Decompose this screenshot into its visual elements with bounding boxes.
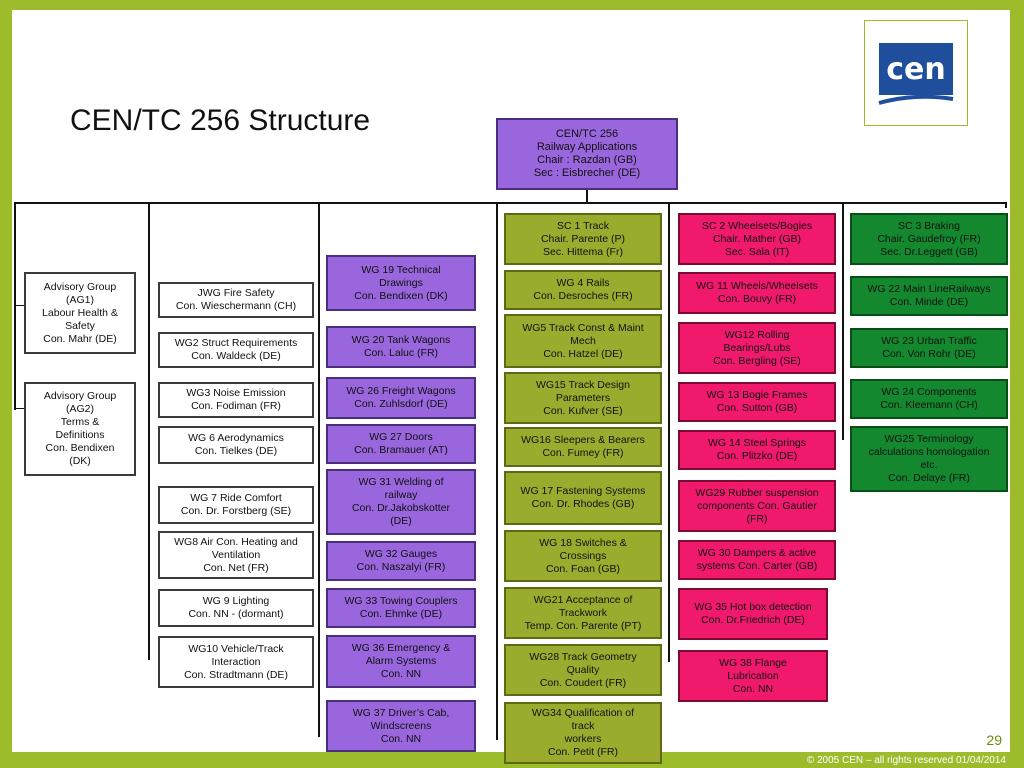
connector	[842, 202, 844, 440]
sc3-braking: SC 3 Braking Chair. Gaudefroy (FR) Sec. …	[850, 213, 1008, 265]
wg-11: WG 11 Wheels/Wheelsets Con. Bouvy (FR)	[678, 272, 836, 314]
wg-36: WG 36 Emergency & Alarm Systems Con. NN	[326, 635, 476, 688]
wg-26: WG 26 Freight Wagons Con. Zuhlsdorf (DE)	[326, 377, 476, 419]
wg-8: WG8 Air Con. Heating and Ventilation Con…	[158, 531, 314, 579]
connector	[14, 408, 24, 409]
wg-6: WG 6 Aerodynamics Con. Tielkes (DE)	[158, 426, 314, 464]
connector	[148, 202, 150, 660]
logo-text: cen	[886, 52, 946, 87]
connector	[586, 190, 588, 203]
wg-3: WG3 Noise Emission Con. Fodiman (FR)	[158, 382, 314, 418]
wg-17: WG 17 Fastening Systems Con. Dr. Rhodes …	[504, 471, 662, 525]
wg-21: WG21 Acceptance of Trackwork Temp. Con. …	[504, 587, 662, 639]
footer-copyright: © 2005 CEN – all rights reserved 01/04/2…	[806, 755, 1006, 766]
wg-15: WG15 Track Design Parameters Con. Kufver…	[504, 372, 662, 424]
wg-37: WG 37 Driver’s Cab, Windscreens Con. NN	[326, 700, 476, 752]
wg-22: WG 22 Main LineRailways Con. Minde (DE)	[850, 276, 1008, 316]
wg-23: WG 23 Urban Traffic Con. Von Rohr (DE)	[850, 328, 1008, 368]
wg-28: WG28 Track Geometry Quality Con. Coudert…	[504, 644, 662, 696]
frame-top	[0, 0, 1024, 10]
wg-4: WG 4 Rails Con. Desroches (FR)	[504, 270, 662, 310]
wg-20: WG 20 Tank Wagons Con. Laluc (FR)	[326, 326, 476, 368]
wg-35: WG 35 Hot box detection Con. Dr.Friedric…	[678, 588, 828, 640]
wg-12: WG12 Rolling Bearings/Lubs Con. Bergling…	[678, 322, 836, 374]
wg-10: WG10 Vehicle/Track Interaction Con. Stra…	[158, 636, 314, 688]
wg-14: WG 14 Steel Springs Con. Plitzko (DE)	[678, 430, 836, 470]
wg-27: WG 27 Doors Con. Bramauer (AT)	[326, 424, 476, 464]
wg-29: WG29 Rubber suspension components Con. G…	[678, 480, 836, 532]
root-node: CEN/TC 256 Railway Applications Chair : …	[496, 118, 678, 190]
page-number: 29	[986, 732, 1002, 748]
wg-18: WG 18 Switches & Crossings Con. Foan (GB…	[504, 530, 662, 582]
frame-right	[1010, 0, 1024, 768]
page-title: CEN/TC 256 Structure	[70, 104, 371, 137]
connector	[668, 202, 670, 662]
wg-38: WG 38 Flange Lubrication Con. NN	[678, 650, 828, 702]
connector	[1005, 202, 1007, 208]
wg-19: WG 19 Technical Drawings Con. Bendixen (…	[326, 255, 476, 311]
wg-jwg-fire-safety: JWG Fire Safety Con. Wieschermann (CH)	[158, 282, 314, 318]
wg-32: WG 32 Gauges Con. Naszalyi (FR)	[326, 541, 476, 581]
wg-25: WG25 Terminology calculations homologati…	[850, 426, 1008, 492]
frame-left	[0, 0, 12, 768]
wg-7: WG 7 Ride Comfort Con. Dr. Forstberg (SE…	[158, 486, 314, 524]
sc1-track: SC 1 Track Chair. Parente (P) Sec. Hitte…	[504, 213, 662, 265]
connector	[14, 202, 16, 410]
connector	[496, 202, 498, 740]
advisory-group-ag1: Advisory Group (AG1) Labour Health & Saf…	[24, 272, 136, 354]
connector	[318, 202, 320, 737]
wg-34: WG34 Qualification of track workers Con.…	[504, 702, 662, 764]
sc2-wheelsets-bogies: SC 2 Wheelsets/Bogies Chair. Mather (GB)…	[678, 213, 836, 265]
wg-31: WG 31 Welding of railway Con. Dr.Jakobsk…	[326, 469, 476, 535]
wg-5: WG5 Track Const & Maint Mech Con. Hatzel…	[504, 314, 662, 368]
wg-2: WG2 Struct Requirements Con. Waldeck (DE…	[158, 332, 314, 368]
wg-13: WG 13 Bogie Frames Con. Sutton (GB)	[678, 382, 836, 422]
wg-30: WG 30 Dampers & active systems Con. Cart…	[678, 540, 836, 580]
wg-9: WG 9 Lighting Con. NN - (dormant)	[158, 589, 314, 627]
wg-33: WG 33 Towing Couplers Con. Ehmke (DE)	[326, 588, 476, 628]
wg-24: WG 24 Components Con. Kleemann (CH)	[850, 379, 1008, 419]
connector	[14, 305, 24, 306]
cen-logo: cen	[864, 20, 968, 126]
connector	[14, 202, 1007, 204]
advisory-group-ag2: Advisory Group (AG2) Terms & Definitions…	[24, 382, 136, 476]
wg-16: WG16 Sleepers & Bearers Con. Fumey (FR)	[504, 427, 662, 467]
